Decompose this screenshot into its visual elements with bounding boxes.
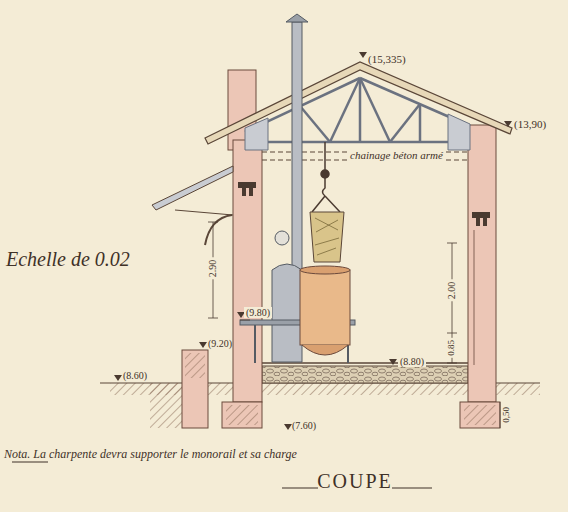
level-label: (15,335) [368, 53, 406, 65]
note-text: Nota. La charpente devra supporter le mo… [4, 446, 329, 462]
ground-hatch [150, 383, 182, 428]
left-footing [222, 402, 262, 428]
roof-truss [245, 78, 470, 142]
level-label: (8.60) [123, 370, 147, 381]
stove-pipe [292, 22, 302, 270]
level-label: (9.20) [208, 338, 232, 349]
hay-texture [315, 218, 339, 255]
pipe-cap [286, 14, 308, 22]
footing-hatch [226, 405, 258, 425]
right-footing [460, 402, 500, 428]
corbels [238, 182, 490, 226]
level-label: (13,90) [514, 118, 546, 130]
low-wall-fill [185, 353, 205, 378]
left-wall [233, 140, 262, 402]
truss-shoe [448, 114, 470, 150]
boiler-bottom [302, 345, 348, 355]
level-label: (8.80) [398, 356, 426, 367]
footing-hatch [464, 405, 496, 425]
boiler-rim [300, 266, 350, 274]
wall-line [474, 230, 475, 365]
level-markers [114, 52, 512, 430]
boiler [300, 270, 350, 345]
dimension-label: 2.00 [447, 279, 458, 301]
canopy-bracket [175, 210, 233, 215]
floor-slab [262, 366, 468, 383]
low-wall [182, 350, 208, 428]
stove [272, 264, 302, 362]
dimension-lines [208, 222, 500, 428]
dimension-label: 2.90 [208, 257, 219, 279]
hay-basket [310, 212, 344, 262]
dimension-label: 0.85 [447, 338, 457, 358]
scale-label: Echelle de 0.02 [6, 248, 130, 270]
drawing-title: COUPE [317, 470, 393, 492]
canopy-bracket [205, 215, 232, 245]
dimension-label: 0,50 [502, 407, 512, 423]
hoist [312, 142, 340, 212]
floor-cobbles [262, 366, 468, 383]
canopy [152, 166, 233, 210]
level-label: (7.60) [292, 420, 316, 431]
right-wall [468, 125, 496, 402]
truss-shoe [245, 118, 268, 150]
level-label: (9.80) [244, 307, 272, 318]
gauge [275, 231, 289, 245]
note-label: chainage béton armé [348, 149, 445, 161]
